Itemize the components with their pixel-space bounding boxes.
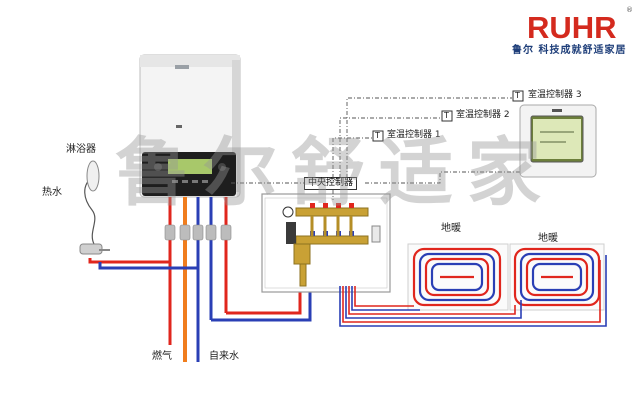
supply-manifold: [295, 207, 369, 217]
manifold-cabinet: [261, 193, 391, 293]
boiler-badge: [175, 65, 189, 69]
brand-slogan: 鲁尔 科技成就舒适家居: [512, 45, 627, 56]
floor-heating-label-1: 地暖: [441, 223, 461, 234]
gas-label: 燃气: [152, 351, 172, 362]
hot-water-label: 热水: [42, 187, 62, 198]
thermostat-3-label: 室温控制器 3: [528, 90, 582, 100]
actuator-box: [371, 225, 381, 243]
floor-heating-coil-2: [509, 243, 605, 311]
central-controller: 中央控制器: [304, 177, 358, 190]
boiler-pipes: [88, 197, 312, 362]
thermostat-3-symbol: T: [515, 91, 520, 100]
thermostat-icons: [372, 90, 524, 142]
brand-logo: RUHR: [527, 10, 617, 45]
thermostat-2-label: 室温控制器 2: [456, 110, 510, 120]
shower-label: 淋浴器: [66, 144, 96, 155]
supply-ports: [310, 203, 354, 208]
room-thermostat-device: [519, 104, 597, 178]
boiler-lcd-display: [168, 159, 212, 174]
return-manifold: [295, 235, 369, 245]
shower-mixer: [79, 243, 103, 255]
thermostat-2-symbol: T: [444, 111, 449, 120]
thermostat-1-symbol: T: [375, 131, 380, 140]
wall-boiler: [139, 54, 241, 198]
shower-fixture: [79, 160, 110, 255]
tap-water-label: 自来水: [209, 351, 239, 362]
registered-mark: ®: [626, 6, 633, 14]
manifold-valves: [310, 216, 353, 236]
shower-head: [86, 160, 100, 192]
thermostat-1-label: 室温控制器 1: [387, 130, 441, 140]
floor-heating-coil-1: [407, 243, 509, 311]
pressure-gauge: [282, 206, 294, 218]
mixing-valve: [293, 243, 311, 265]
pipe-valves: [164, 224, 232, 241]
circulation-pump: [286, 222, 296, 244]
watermark-text: 鲁尔舒适家: [115, 130, 555, 216]
coil-feed-pipes: [339, 255, 607, 327]
control-wires: [231, 97, 520, 200]
floor-heating-label-2: 地暖: [538, 233, 558, 244]
